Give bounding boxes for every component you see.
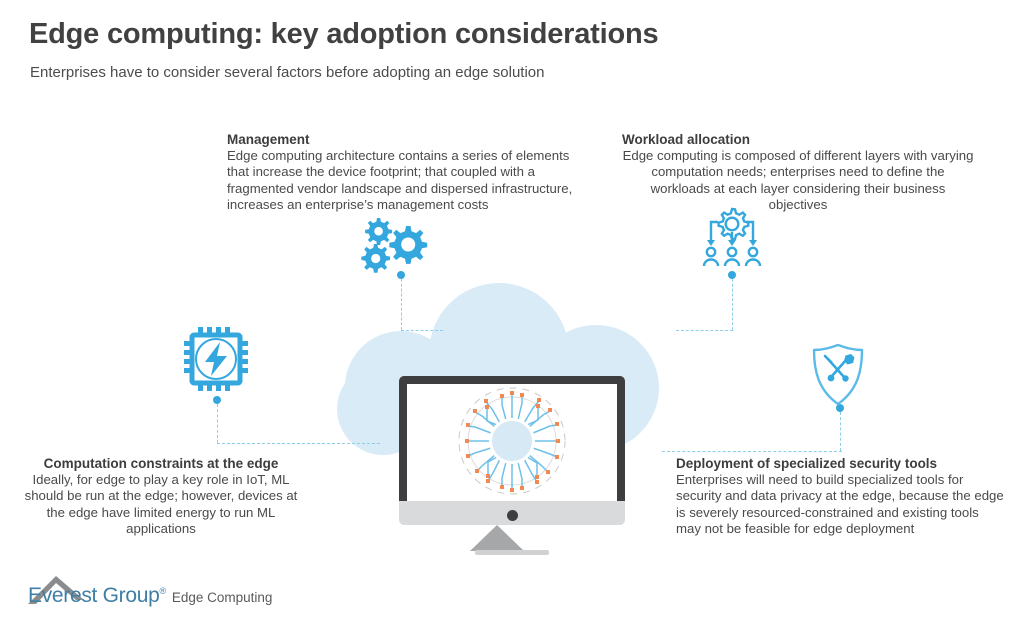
connector-line-workload-horizontal (676, 330, 733, 331)
page-title: Edge computing: key adoption considerati… (29, 18, 659, 50)
radial-circuit-network-icon (458, 387, 566, 495)
callout-computation-constraints: Computation constraints at the edge Idea… (22, 455, 300, 538)
monitor-screen (407, 384, 617, 501)
callout-workload-title: Workload allocation (622, 132, 751, 147)
connector-dot-gears (397, 271, 405, 279)
edge-device-monitor (399, 376, 625, 556)
monitor-stand-neck (470, 525, 524, 551)
callout-security-body: Enterprises will need to build specializ… (676, 472, 1004, 537)
brand-name: Everest Group (28, 584, 160, 607)
registered-trademark-mark: ® (159, 586, 167, 596)
brand-wordmark: Everest Group® (28, 584, 166, 608)
connector-dot-workload (728, 271, 736, 279)
callout-security-title: Deployment of specialized security tools (676, 456, 938, 471)
connector-line-cpu-horizontal (217, 443, 380, 444)
connector-dot-cpu (213, 396, 221, 404)
callout-computation-title: Computation constraints at the edge (43, 456, 279, 471)
connector-line-workload-vertical (732, 279, 733, 330)
footer-logo: Everest Group® Edge Computing (26, 570, 273, 608)
connector-line-gears-horizontal (401, 330, 443, 331)
connector-line-gears-vertical (401, 279, 402, 330)
security-shield-icon (810, 343, 866, 411)
footer-tagline: Edge Computing (171, 590, 273, 605)
connector-dot-shield (836, 404, 844, 412)
connector-line-shield-vertical (840, 412, 841, 451)
callout-management: Management Edge computing architecture c… (227, 131, 575, 214)
monitor-power-indicator (506, 510, 518, 521)
callout-management-body: Edge computing architecture contains a s… (227, 148, 573, 213)
connector-line-shield-horizontal (662, 451, 842, 452)
monitor-stand-base (475, 550, 549, 555)
everest-peak-icon (26, 570, 86, 606)
page-subtitle: Enterprises have to consider several fac… (30, 64, 545, 81)
callout-management-title: Management (227, 132, 310, 147)
callout-computation-body: Ideally, for edge to play a key role in … (24, 472, 298, 537)
workload-allocation-icon (700, 207, 764, 272)
callout-workload-allocation: Workload allocation Edge computing is co… (622, 131, 974, 214)
callout-workload-body: Edge computing is composed of different … (622, 148, 974, 213)
connector-line-cpu-vertical (217, 404, 218, 443)
callout-security-tools: Deployment of specialized security tools… (676, 455, 1006, 538)
cpu-chip-icon (182, 325, 250, 398)
monitor-bezel (399, 376, 625, 501)
gears-icon (360, 218, 432, 279)
